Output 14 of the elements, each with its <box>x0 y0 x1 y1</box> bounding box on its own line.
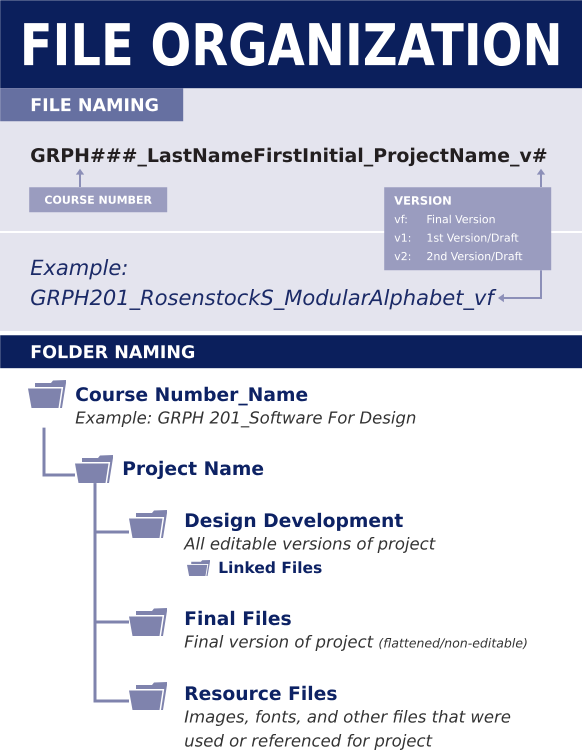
info-box: VERSION vf: Final Version v1: 1st Version/Draft v2: 2nd Version/Draft <box>384 187 552 270</box>
title-banner: FILE ORGANIZATION <box>0 0 582 88</box>
folder-entry: Final Files Final version of project (flattened/non-editable) <box>184 610 527 651</box>
folder-entry: Course Number_Name Example: GRPH 201_Software For Design <box>76 386 416 428</box>
folder-entry: Project Name <box>124 460 264 480</box>
file-name-pattern: GRPH###_LastNameFirstInitial_ProjectName_v# <box>31 148 546 166</box>
tree-line <box>94 483 129 702</box>
tree-line <box>42 428 75 476</box>
section-tab: FILE NAMING <box>0 88 184 122</box>
section-header: FOLDER NAMING <box>0 335 582 368</box>
folder-entry: Resource Files Images, fonts, and other files that were used or referenced for project <box>184 686 510 750</box>
folder-entry: Design Development All editable versions of project <box>183 512 436 553</box>
subfolder-entry: Linked Files <box>220 561 322 574</box>
label-box: COURSE NUMBER <box>29 187 168 212</box>
